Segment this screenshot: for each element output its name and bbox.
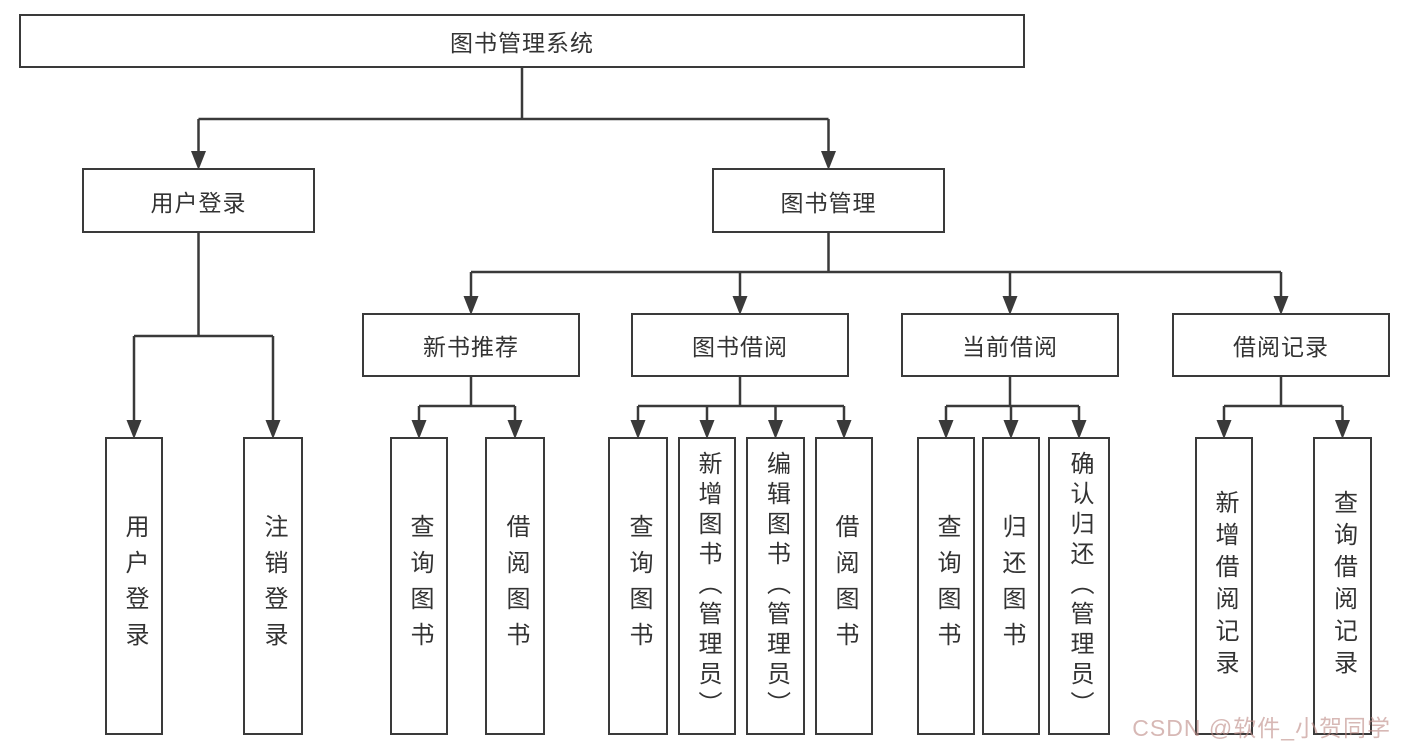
node-borrow-record: 借阅记录 [1172,313,1390,377]
node-edit-book: 编辑图书（管理员） [746,437,805,735]
node-label: 当前借阅 [962,334,1058,360]
node-query-book-current: 查询图书 [917,437,975,735]
node-book-mgmt: 图书管理 [712,168,945,233]
node-label: 新增图书（管理员） [694,451,721,721]
node-query-book-borrow: 查询图书 [608,437,668,735]
node-label: 查询图书 [406,514,433,658]
node-book-borrow: 图书借阅 [631,313,849,377]
node-label: 查询借阅记录 [1329,490,1357,682]
connector-book-mgmt [469,232,1283,302]
connector-new-book-rec [417,376,517,426]
node-system: 图书管理系统 [19,14,1025,68]
node-login: 用户登录 [105,437,163,735]
node-label: 图书管理 [780,189,877,216]
node-label: 归还图书 [998,514,1025,658]
node-add-book: 新增图书（管理员） [678,437,736,735]
node-new-book-rec: 新书推荐 [362,313,580,377]
node-label: 注销登录 [260,514,287,658]
node-return-book: 归还图书 [982,437,1040,735]
node-label: 用户登录 [121,514,148,658]
node-label: 借阅图书 [502,514,529,658]
connector-current-borrow [944,376,1081,426]
node-label: 新书推荐 [423,334,519,360]
node-label: 借阅记录 [1233,334,1329,360]
node-borrow-book-rec: 借阅图书 [485,437,545,735]
watermark: CSDN @软件_小贺同学 [1132,715,1391,741]
node-user-login: 用户登录 [82,168,315,233]
connector-system [197,67,830,157]
node-label: 确认归还（管理员） [1066,451,1093,721]
connector-book-borrow [636,376,846,426]
node-label: 查询图书 [933,514,960,658]
node-query-borrow-record: 查询借阅记录 [1313,437,1372,735]
connector-borrow-record [1222,376,1344,426]
node-label: 用户登录 [150,189,247,216]
node-confirm-return: 确认归还（管理员） [1048,437,1110,735]
node-label: 借阅图书 [831,514,858,658]
node-borrow-book: 借阅图书 [815,437,873,735]
node-query-book-rec: 查询图书 [390,437,448,735]
node-label: 图书借阅 [692,334,788,360]
node-label: 新增借阅记录 [1211,490,1238,682]
node-label: 图书管理系统 [450,30,594,56]
node-add-borrow-record: 新增借阅记录 [1195,437,1253,735]
node-logout: 注销登录 [243,437,303,735]
node-label: 查询图书 [625,514,652,658]
connector-user-login [132,232,275,426]
node-current-borrow: 当前借阅 [901,313,1119,377]
node-label: 编辑图书（管理员） [762,451,790,721]
